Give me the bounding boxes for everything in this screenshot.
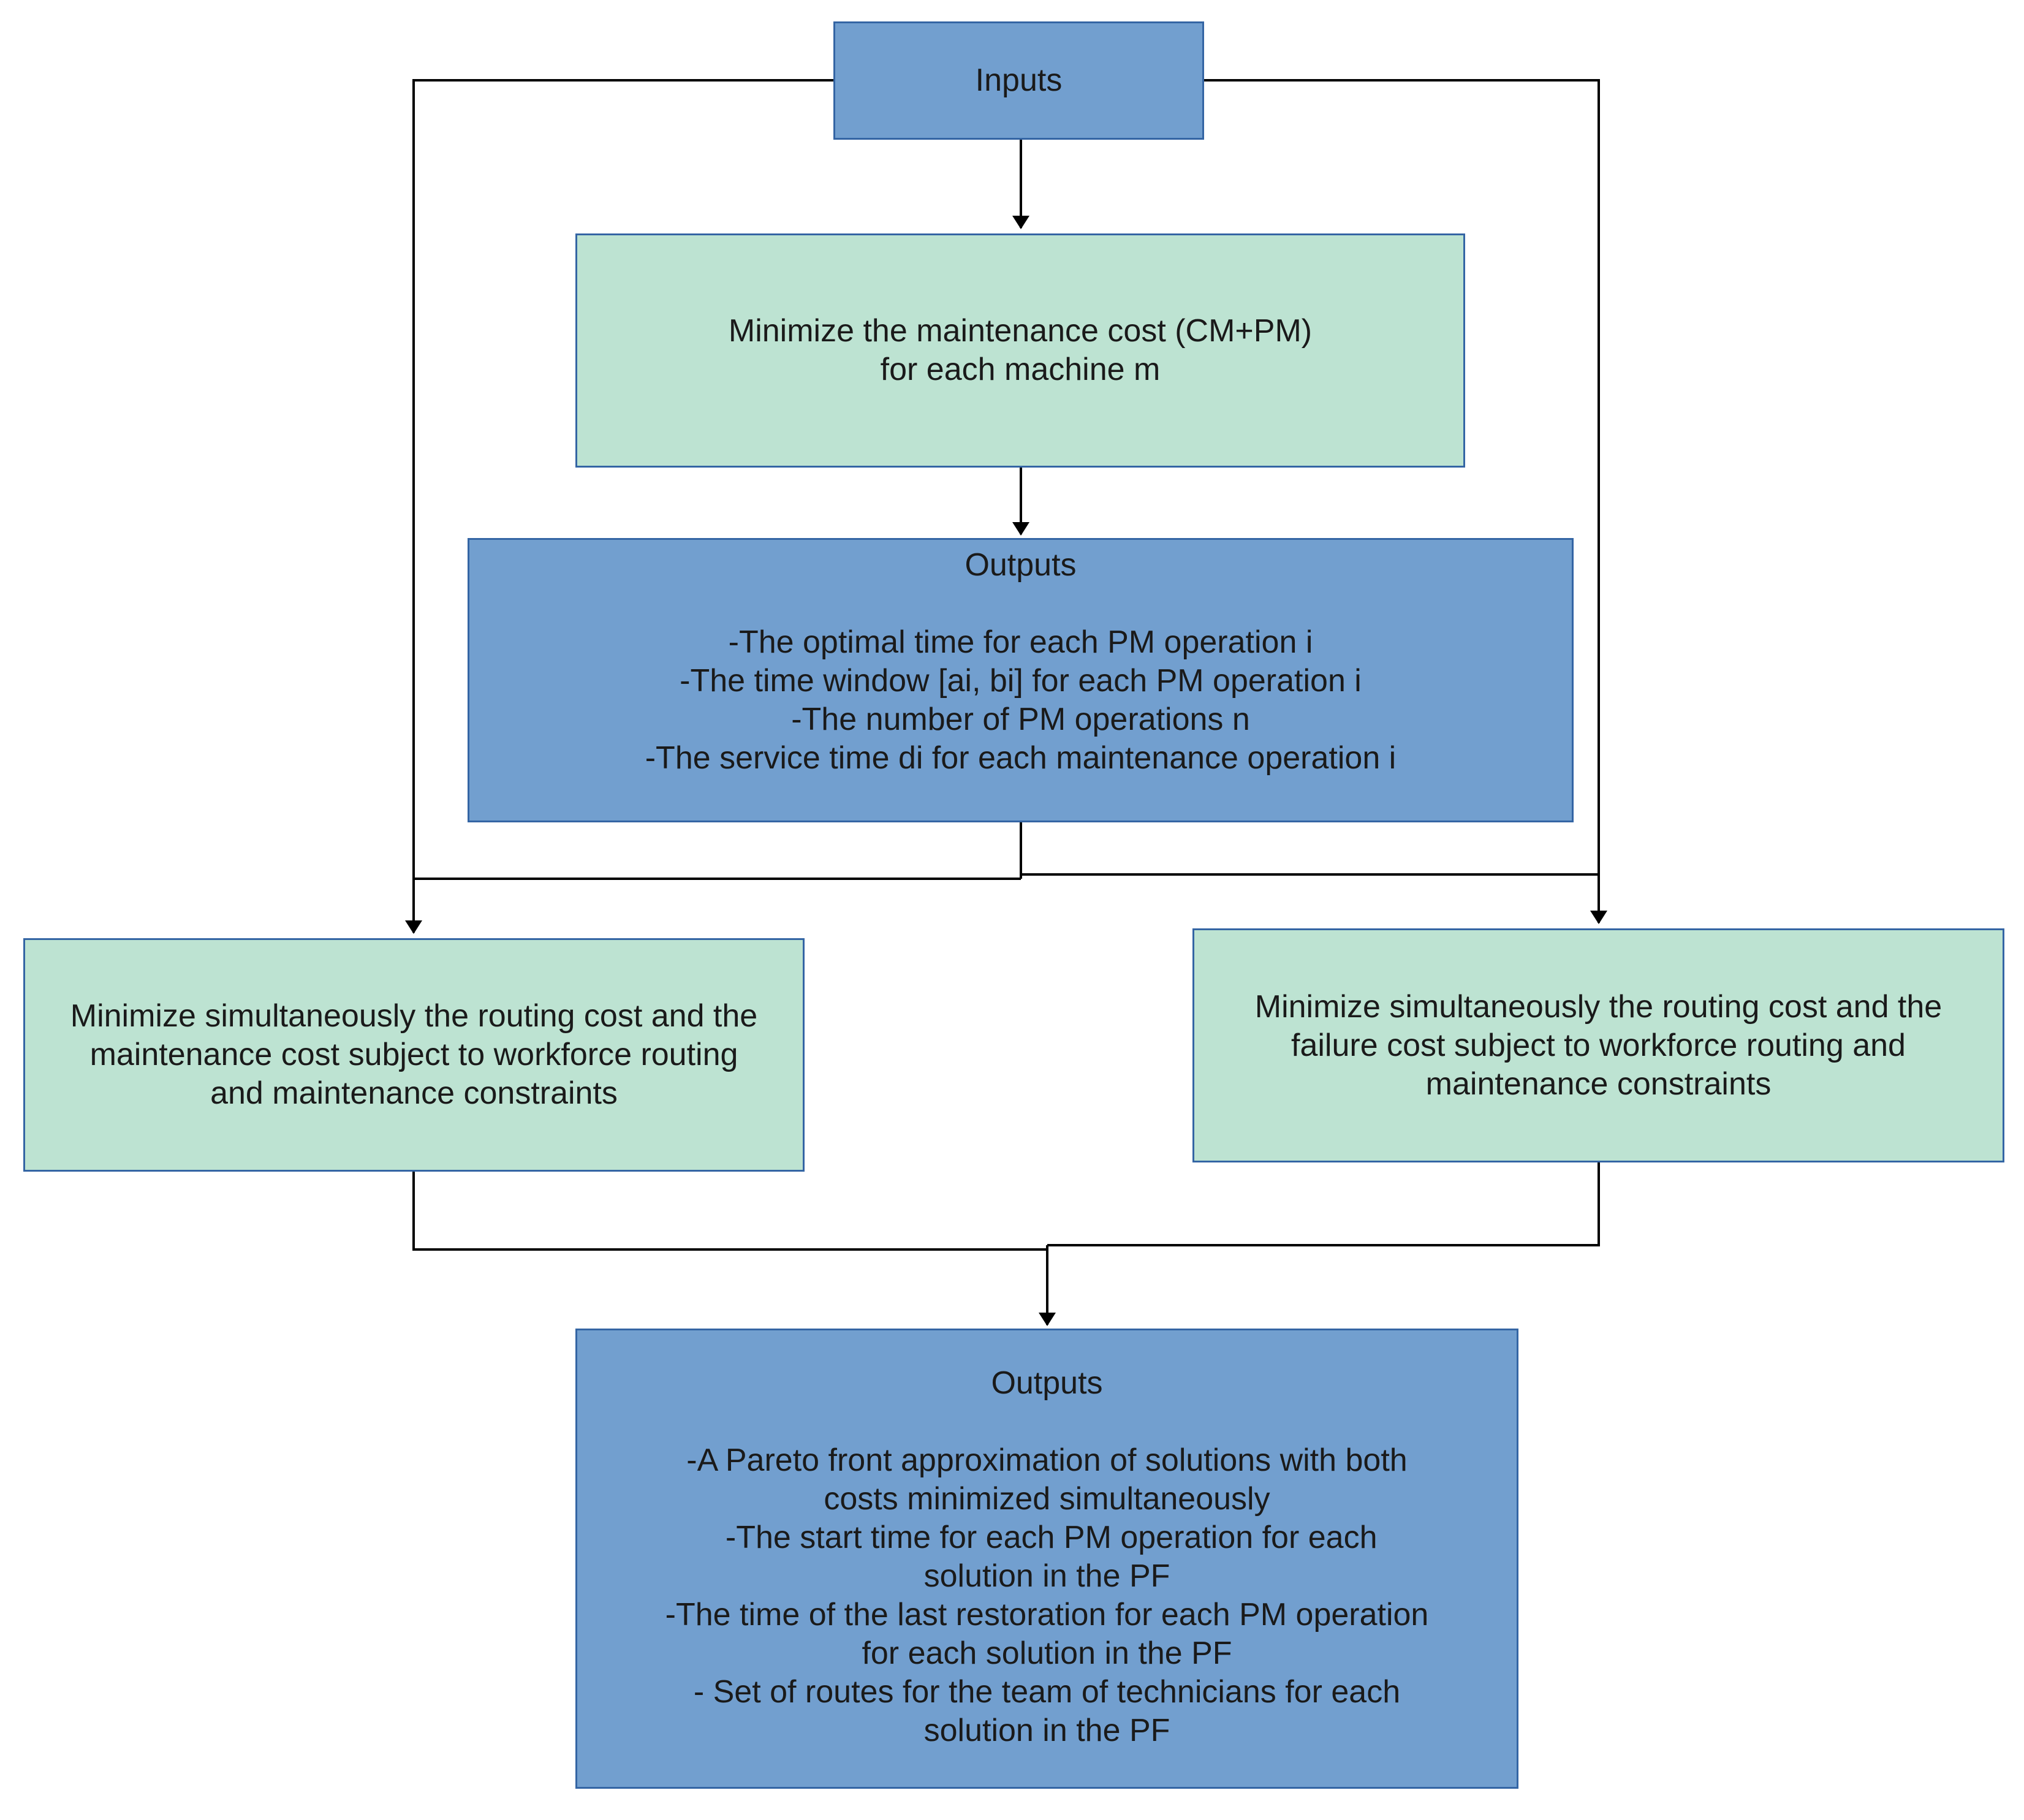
routing-maintenance-line-3: and maintenance constraints — [210, 1075, 618, 1111]
outputs-1-line-3: -The number of PM operations n — [791, 702, 1250, 737]
outputs-2-line-2: costs minimized simultaneously — [824, 1481, 1270, 1517]
arrow-inputs-to-routing-maintenance — [405, 79, 833, 934]
outputs-2-line-1: -A Pareto front approximation of solutio… — [686, 1443, 1408, 1478]
outputs-2-title: Outputs — [991, 1365, 1103, 1401]
minimize-maintenance-line-1: Minimize the maintenance cost (CM+PM) — [728, 313, 1313, 349]
connector-routing-failure-down — [1047, 1162, 1600, 1246]
inputs-label: Inputs — [975, 63, 1063, 98]
outputs-2-line-6: for each solution in the PF — [862, 1636, 1232, 1671]
routing-failure-line-2: failure cost subject to workforce routin… — [1291, 1027, 1906, 1063]
connector-routing-maintenance-down — [412, 1172, 1047, 1251]
routing-failure-line-1: Minimize simultaneously the routing cost… — [1254, 988, 1943, 1025]
inputs-box: Inputs — [833, 21, 1204, 140]
outputs-2-line-5: -The time of the last restoration for ea… — [665, 1597, 1429, 1632]
routing-maintenance-line-2: maintenance cost subject to workforce ro… — [89, 1037, 738, 1072]
minimize-routing-maintenance-box: Minimize simultaneously the routing cost… — [23, 938, 805, 1172]
outputs-1-line-1: -The optimal time for each PM operation … — [728, 624, 1313, 660]
outputs-2-box: Outputs -A Pareto front approximation of… — [575, 1329, 1518, 1789]
outputs-2-line-3: -The start time for each PM operation fo… — [716, 1520, 1378, 1555]
routing-failure-line-3: maintenance constraints — [1425, 1066, 1772, 1102]
outputs-2-line-8: solution in the PF — [923, 1713, 1170, 1748]
minimize-routing-failure-box: Minimize simultaneously the routing cost… — [1192, 928, 2004, 1162]
minimize-maintenance-box: Minimize the maintenance cost (CM+PM) fo… — [575, 233, 1465, 468]
outputs-1-line-4: -The service time di for each maintenanc… — [645, 740, 1397, 776]
routing-maintenance-line-1: Minimize simultaneously the routing cost… — [70, 998, 758, 1034]
outputs-1-title: Outputs — [965, 547, 1077, 583]
outputs-2-line-4: solution in the PF — [923, 1558, 1170, 1594]
minimize-maintenance-line-2: for each machine m — [880, 352, 1161, 387]
outputs-2-line-7: - Set of routes for the team of technici… — [693, 1674, 1401, 1710]
outputs-1-box: Outputs -The optimal time for each PM op… — [468, 538, 1574, 822]
outputs-1-line-2: -The time window [ai, bi] for each PM op… — [680, 663, 1362, 699]
arrow-inputs-to-routing-failure — [1204, 79, 1607, 924]
